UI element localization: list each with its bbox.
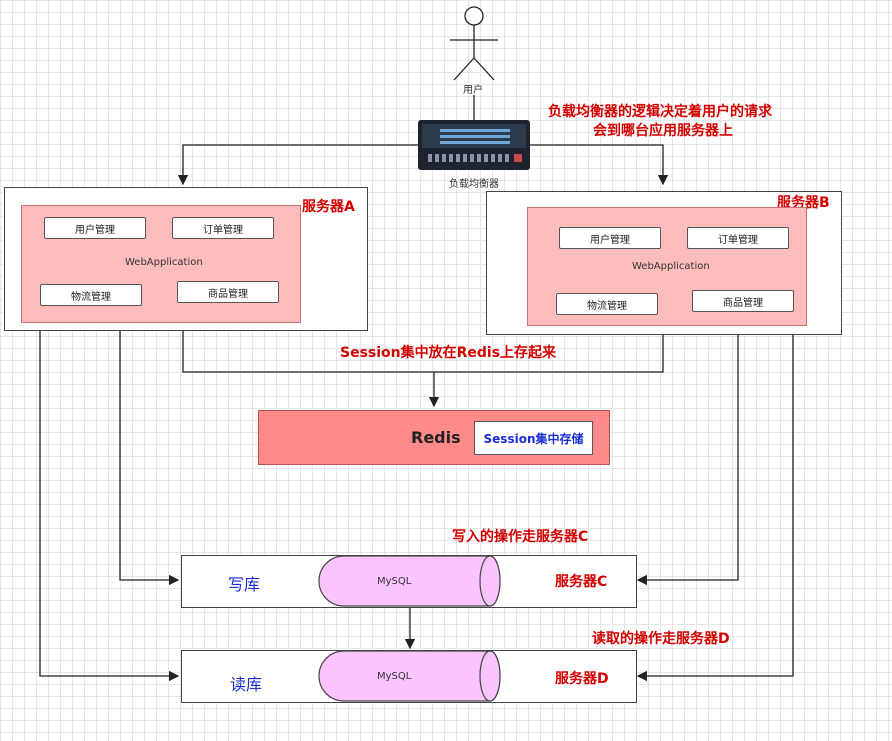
lb-to-server-a-arrow (177, 144, 418, 186)
server-b-to-write-arrow (636, 335, 739, 586)
server-b-module-order: 订单管理 (687, 227, 789, 249)
server-a-to-write-arrow (119, 331, 180, 586)
read-db-left-label: 读库 (230, 675, 263, 694)
lb-to-server-b-arrow (530, 144, 669, 186)
server-b-module-logistics: 物流管理 (556, 293, 658, 315)
server-a-title: 服务器A (302, 199, 355, 215)
read-db-mysql-icon (318, 650, 501, 702)
server-b-to-read-arrow (636, 335, 794, 682)
lb-note-line2: 会到哪台应用服务器上 (593, 123, 733, 139)
redis-label: Redis (411, 428, 461, 447)
user-icon (450, 6, 498, 81)
read-db-note: 读取的操作走服务器D (592, 631, 730, 647)
write-db-note: 写入的操作走服务器C (452, 529, 589, 545)
write-db-server-label: 服务器C (555, 574, 608, 590)
server-b-module-user: 用户管理 (559, 227, 661, 249)
server-b-webapp-label: WebApplication (632, 261, 710, 272)
write-db-mysql-label: MySQL (377, 576, 412, 587)
read-db-server-label: 服务器D (555, 671, 609, 687)
lb-note-line1: 负载均衡器的逻辑决定着用户的请求 (548, 104, 772, 120)
server-a-module-product: 商品管理 (177, 281, 279, 303)
load-balancer-label: 负载均衡器 (449, 179, 499, 190)
user-label: 用户 (463, 85, 483, 96)
servers-to-redis-line (182, 331, 664, 373)
write-db-mysql-icon (318, 555, 501, 607)
write-db-left-label: 写库 (228, 575, 261, 594)
session-note: Session集中放在Redis上存起来 (340, 345, 557, 361)
read-db-mysql-label: MySQL (377, 671, 412, 682)
server-b-module-product: 商品管理 (692, 290, 794, 312)
server-a-module-order: 订单管理 (172, 217, 274, 239)
server-a-webapp-label: WebApplication (125, 257, 203, 268)
server-a-module-logistics: 物流管理 (40, 284, 142, 306)
load-balancer-icon (418, 120, 530, 170)
session-store-box: Session集中存储 (474, 421, 593, 455)
server-a-module-user: 用户管理 (44, 217, 146, 239)
server-a-to-read-arrow (39, 331, 180, 682)
